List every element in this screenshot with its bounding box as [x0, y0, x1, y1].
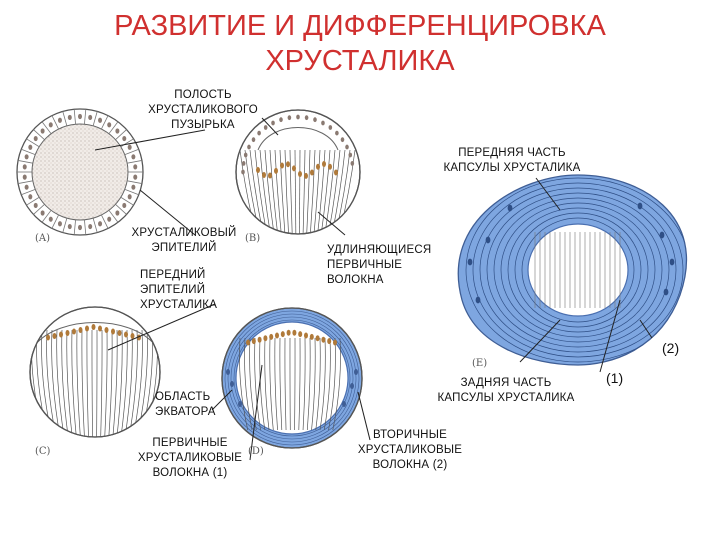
page-title-line2: ХРУСТАЛИКА — [265, 45, 455, 77]
panel-b-elongating-cells — [235, 109, 361, 235]
panel-a-lens-vesicle — [16, 108, 144, 236]
panel-label-c: (C) — [35, 446, 51, 457]
pointer-lines — [94, 117, 653, 461]
label-equator-region: ОБЛАСТЬ ЭКВАТОРА — [155, 391, 216, 418]
label-primary-fibers: ПЕРВИЧНЫЕ ХРУСТАЛИКОВЫЕ ВОЛОКНА (1) — [137, 437, 243, 479]
panel-e-mature-lens — [457, 174, 687, 366]
page-title-line1: РАЗВИТИЕ И ДИФФЕРЕНЦИРОВКА — [114, 10, 606, 42]
label-elongating-fibers: УДЛИНЯЮЩИЕСЯ ПЕРВИЧНЫЕ ВОЛОКНА — [327, 244, 432, 286]
panel-label-d: (D) — [248, 446, 264, 457]
panel-label-b: (B) — [245, 233, 261, 244]
panel-c-primary-fibers — [29, 306, 161, 438]
label-lens-epithelium: ХРУСТАЛИКОВЫЙ ЭПИТЕЛИЙ — [131, 227, 237, 254]
panel-label-a: (A) — [35, 233, 51, 244]
label-vesicle-cavity: ПОЛОСТЬ ХРУСТАЛИКОВОГО ПУЗЫРЬКА — [148, 89, 258, 131]
label-secondary-fibers: ВТОРИЧНЫЕ ХРУСТАЛИКОВЫЕ ВОЛОКНА (2) — [357, 429, 463, 471]
panel-d-secondary-fibers — [221, 307, 363, 449]
marker-one: (1) — [606, 370, 624, 386]
label-anterior-epithelium: ПЕРЕДНИЙ ЭПИТЕЛИЙ ХРУСТАЛИКА — [140, 269, 218, 311]
marker-two: (2) — [662, 340, 680, 356]
label-anterior-capsule: ПЕРЕДНЯЯ ЧАСТЬ КАПСУЛЫ ХРУСТАЛИКА — [443, 147, 581, 174]
panel-label-e: (E) — [472, 358, 488, 369]
label-posterior-capsule: ЗАДНЯЯ ЧАСТЬ КАПСУЛЫ ХРУСТАЛИКА — [437, 377, 575, 404]
